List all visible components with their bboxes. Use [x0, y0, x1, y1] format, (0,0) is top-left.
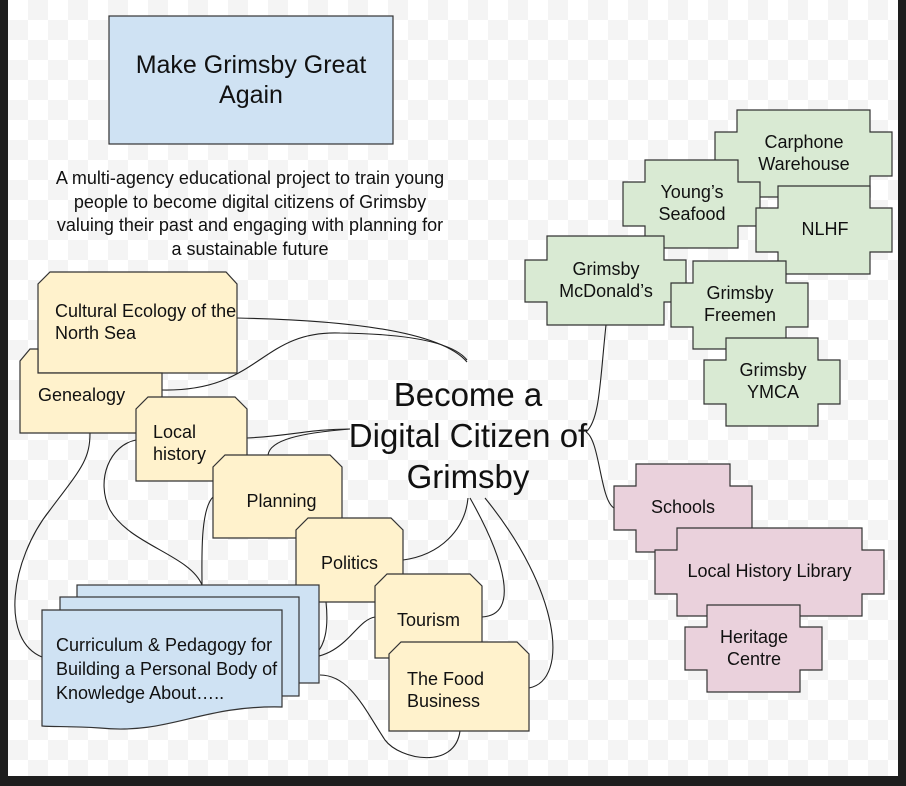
- topic-local-history: Local history: [153, 422, 207, 464]
- shape-curriculum-front: [41, 609, 283, 730]
- shape-ymca: [703, 337, 841, 427]
- diagram-shapes: [14, 15, 893, 759]
- diagram-canvas: Make Grimsby Great Again A multi-agency …: [8, 0, 898, 776]
- shape-nlhf: [755, 185, 893, 275]
- title-box-shape: [108, 15, 394, 145]
- shape-mcdonalds: [524, 235, 687, 326]
- topic-cultural-ecology: Cultural Ecology of the North Sea: [55, 301, 237, 343]
- partner-freemen: Grimsby Freemen: [703, 283, 777, 325]
- topic-tourism: Tourism: [396, 610, 460, 631]
- connector-mcdonalds: [585, 324, 607, 433]
- central-topic: Become a Digital Citizen of Grimsby: [348, 375, 588, 495]
- connector-curriculum-genealogy: [14, 432, 91, 658]
- connector-genealogy: [161, 332, 468, 391]
- topic-planning: Planning: [246, 491, 317, 512]
- shape-library: [654, 527, 885, 617]
- shape-food: [388, 641, 530, 732]
- shape-youngs: [622, 159, 761, 249]
- connectors: [14, 317, 615, 759]
- shape-cultural-ecology: [37, 271, 238, 374]
- institution-heritage: Heritage Centre: [719, 627, 789, 669]
- connector-politics: [402, 497, 469, 561]
- title-box: Make Grimsby Great Again: [135, 51, 367, 109]
- connector-planning: [267, 428, 351, 456]
- curriculum: Curriculum & Pedagogy for Building a Per…: [56, 635, 278, 703]
- connector-food: [484, 497, 554, 689]
- topic-food: The Food Business: [407, 669, 485, 711]
- connector-curriculum-planning: [201, 496, 214, 586]
- connector-tourism: [469, 497, 505, 618]
- shape-heritage: [684, 604, 823, 693]
- connector-local-history: [246, 428, 351, 439]
- partner-ymca: Grimsby YMCA: [739, 360, 807, 402]
- project-description: A multi-agency educational project to tr…: [55, 168, 445, 259]
- institution-schools: Schools: [650, 497, 716, 518]
- partner-mcdonalds: Grimsby McDonald’s: [559, 259, 653, 301]
- connector-cultural-ecology: [236, 317, 468, 363]
- partner-carphone: Carphone Warehouse: [758, 132, 850, 174]
- topic-genealogy: Genealogy: [38, 385, 126, 406]
- connector-curriculum-food: [319, 674, 461, 759]
- topic-politics: Politics: [320, 553, 378, 574]
- institution-library: Local History Library: [687, 561, 852, 582]
- connector-curriculum-local-history: [103, 439, 203, 586]
- connector-schools: [585, 431, 615, 509]
- partner-nlhf: NLHF: [801, 219, 849, 240]
- partner-youngs: Young’s Seafood: [658, 182, 726, 224]
